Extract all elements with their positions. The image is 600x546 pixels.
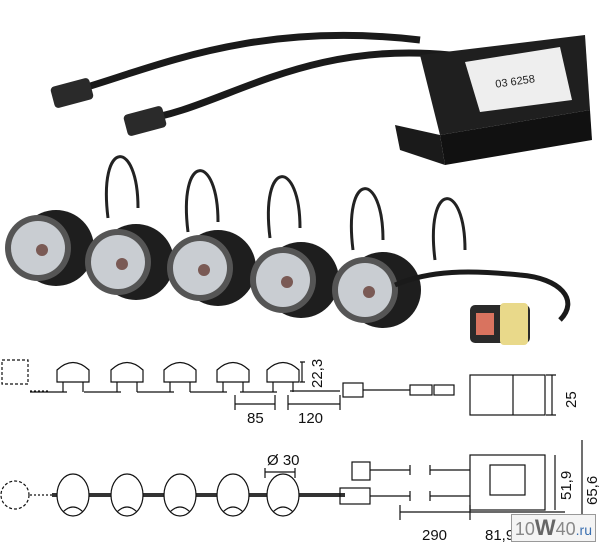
cable: [394, 269, 571, 322]
led-chip: [281, 276, 293, 288]
lamp-top-outline: [110, 473, 144, 517]
lamp-side-lead: [137, 382, 191, 393]
lamp-side-lead: [190, 382, 244, 393]
dimension-85: 85: [247, 410, 264, 427]
dimension-81-9: 81,9: [485, 527, 514, 544]
top-view-drawing: [0, 440, 583, 525]
lamp-side-outline: [56, 361, 90, 383]
lamp-wire: [350, 187, 385, 251]
watermark-suffix: 40: [555, 519, 576, 539]
lamp-side-lead: [240, 382, 294, 393]
product-label: 03 6258: [495, 73, 536, 90]
lamp-wire: [185, 169, 220, 233]
led-chip: [198, 264, 210, 276]
lamp-top-outline: [163, 473, 197, 517]
dimension-290: 290: [422, 527, 447, 544]
lamp-wire: [267, 175, 302, 239]
led-chip: [363, 286, 375, 298]
control-box: 03 6258: [395, 35, 592, 165]
dimension-diameter-30: Ø 30: [267, 452, 300, 469]
led-chip: [36, 244, 48, 256]
dimension-120: 120: [298, 410, 323, 427]
lamp-side-lead: [84, 382, 138, 393]
lamp-top-outline: [266, 473, 300, 517]
lamp-side-outline: [163, 361, 197, 383]
lamp-side-outline: [110, 361, 144, 383]
dimension-65-6: 65,6: [584, 476, 600, 505]
lamp-wire: [432, 197, 467, 261]
lamp-top-notch: [272, 506, 294, 513]
cable: [69, 31, 421, 96]
yellow-connector: [470, 303, 530, 345]
watermark: 10W40.ru: [510, 514, 596, 542]
watermark-prefix: 10: [514, 519, 535, 539]
dimension-51-9: 51,9: [558, 471, 575, 500]
watermark-domain: .ru: [575, 522, 592, 538]
dimension-22-3: 22,3: [309, 359, 326, 388]
lamp-top-notch: [62, 506, 84, 513]
lamp-top-notch: [169, 506, 191, 513]
lamp-side-outline: [266, 361, 300, 383]
lamp-top-notch: [222, 506, 244, 513]
watermark-w: W: [534, 515, 556, 540]
cable: [139, 49, 451, 124]
lamp-side-outline: [216, 361, 250, 383]
connector-plug: [50, 78, 167, 136]
led-chip: [116, 258, 128, 270]
side-view-drawing: [1, 359, 556, 416]
lamp-wire: [105, 155, 140, 219]
led-lamps: [5, 155, 467, 328]
lamp-top-outline: [56, 473, 90, 517]
dimension-25: 25: [563, 391, 580, 408]
lamp-top-notch: [116, 506, 138, 513]
lamp-side-lead: [30, 382, 84, 393]
lamp-top-outline: [216, 473, 250, 517]
